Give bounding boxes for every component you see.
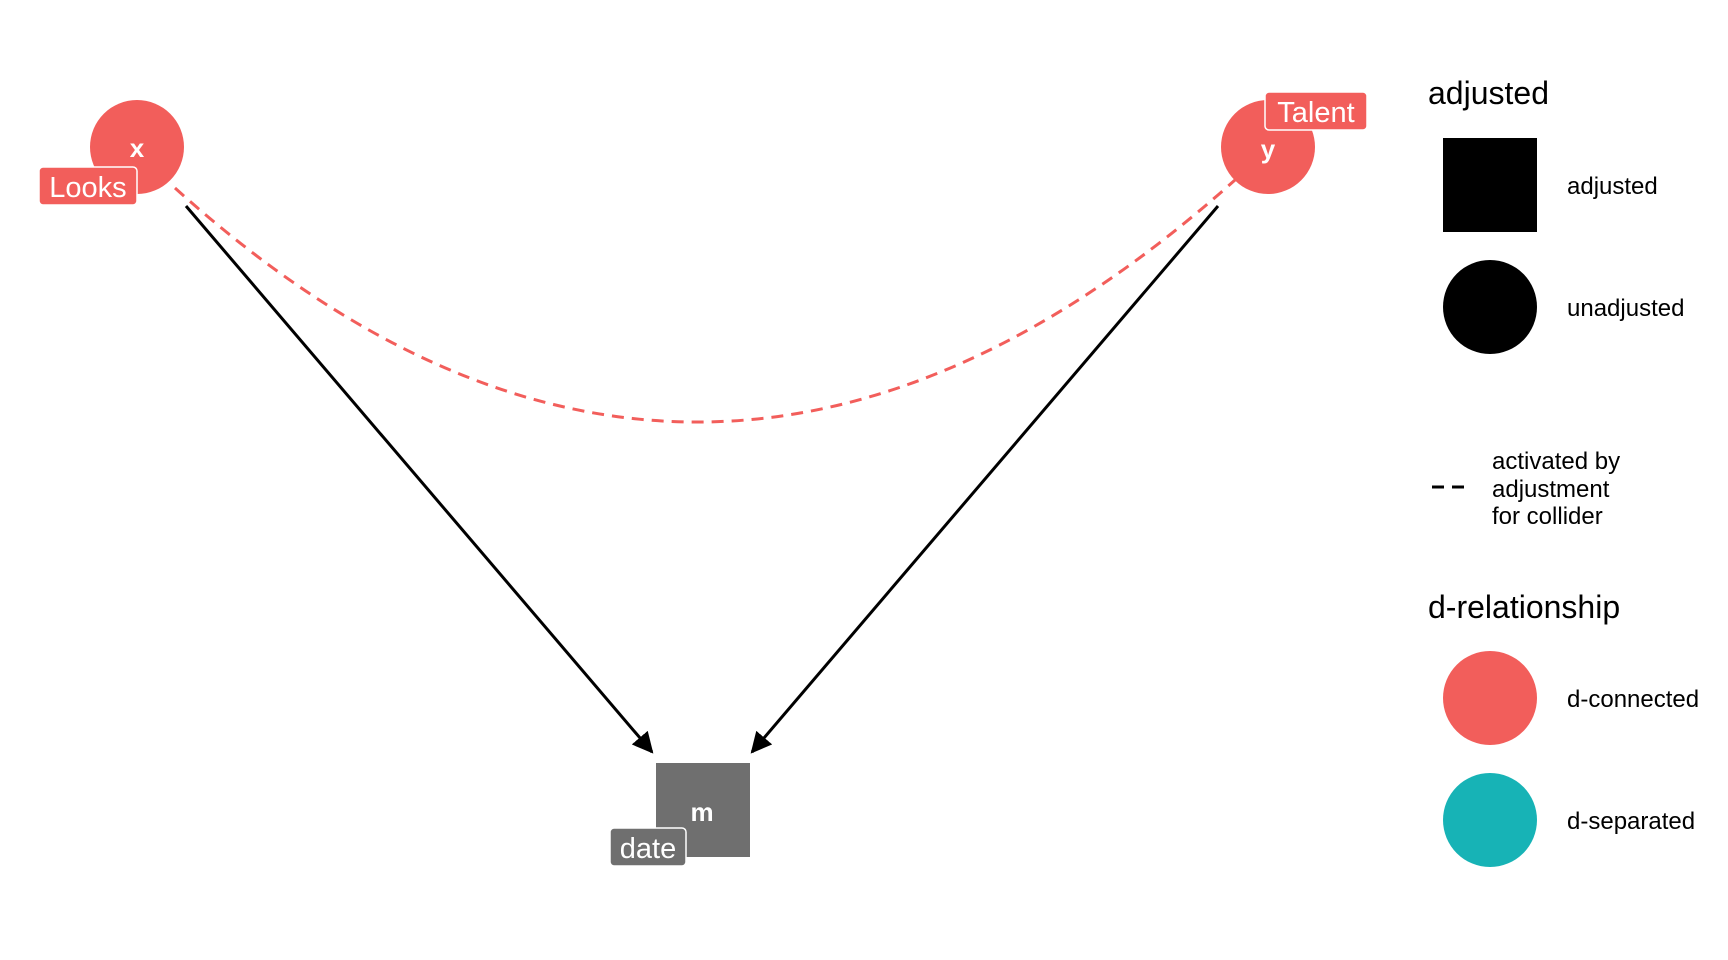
node-x-label-box: [38, 166, 138, 206]
node-y-label-box: [1264, 91, 1368, 131]
edge-x-y-collider-dashed: [173, 178, 1236, 424]
node-x-label: Looks: [38, 166, 138, 206]
node-m-label-box: [609, 827, 687, 867]
legend-adjusted-circle-key: [1443, 260, 1537, 354]
legend-adjusted-title: adjusted: [1428, 75, 1549, 111]
node-y-label: Talent: [1264, 91, 1368, 131]
legend-d-connected-key: [1443, 651, 1537, 745]
node-m-letter: m: [690, 797, 713, 827]
legend-adjusted-square-key: [1443, 138, 1537, 232]
legend-d-separated-key: [1443, 773, 1537, 867]
legend-linetype-line-2: adjustment: [1492, 476, 1610, 503]
legend-adjusted-circle-label: unadjusted: [1567, 295, 1684, 322]
node-y-letter: y: [1261, 134, 1276, 164]
edge-y-to-m: [750, 205, 1220, 754]
legend-linetype-line-1: activated by: [1492, 448, 1620, 475]
legend-d-connected-label: d-connected: [1567, 686, 1699, 713]
legend-adjusted-square-label: adjusted: [1567, 173, 1658, 200]
legend-linetype-line-3: for collider: [1492, 503, 1603, 530]
legend-d-relationship: d-relationship d-connected d-separated: [1428, 589, 1699, 867]
legend-d-separated-label: d-separated: [1567, 808, 1695, 835]
legend-adjusted: adjusted adjusted unadjusted: [1428, 75, 1684, 354]
node-x-label-text: Looks: [49, 172, 126, 204]
edge-x-to-m: [184, 205, 654, 754]
legend-drel-title: d-relationship: [1428, 589, 1620, 625]
node-m-label-text: date: [620, 833, 676, 865]
node-m-label: date: [609, 827, 687, 867]
node-x-letter: x: [130, 133, 145, 163]
node-y-label-text: Talent: [1277, 97, 1354, 129]
legend-linetype: activated by adjustment for collider: [1432, 448, 1620, 530]
